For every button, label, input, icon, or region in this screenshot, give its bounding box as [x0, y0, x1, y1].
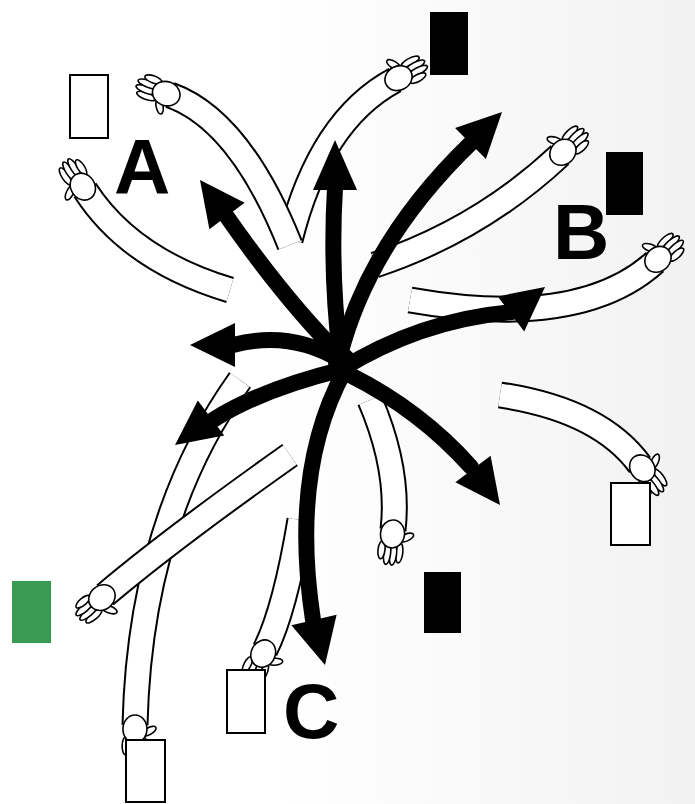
arrow-shaft	[306, 370, 345, 620]
arms	[85, 80, 655, 725]
white-card	[126, 740, 165, 802]
arrow-head	[291, 615, 336, 665]
arm-fill	[105, 455, 290, 595]
part-letter: B	[553, 193, 609, 271]
hand	[537, 115, 594, 171]
green-card	[12, 581, 51, 643]
arrow-shaft	[340, 312, 512, 370]
arrow-shaft	[333, 188, 340, 355]
arm-outline	[500, 395, 640, 465]
arrows	[175, 112, 545, 665]
arm-outline	[290, 80, 395, 240]
part-letter: A	[114, 128, 170, 206]
arm-outline	[265, 520, 300, 650]
arrow-head	[190, 323, 235, 367]
arrow-head	[200, 180, 245, 229]
arrow-head	[313, 140, 357, 190]
arm	[370, 400, 394, 530]
hand	[376, 519, 416, 568]
arrow-head	[175, 400, 224, 445]
arrow-hub	[328, 348, 356, 376]
hand	[376, 44, 432, 96]
arrow-head	[455, 456, 500, 505]
cards	[12, 12, 650, 802]
hand	[632, 222, 689, 278]
arm	[290, 80, 395, 240]
white-card	[611, 483, 650, 545]
arm-fill	[370, 400, 394, 530]
arm	[105, 455, 290, 595]
black-card	[430, 12, 468, 75]
hand	[47, 154, 101, 211]
black-card	[606, 152, 643, 215]
arm-fill	[290, 80, 395, 240]
arm-fill	[265, 520, 300, 650]
arrow-head	[455, 112, 502, 159]
hands	[47, 44, 689, 761]
arrow-shaft	[350, 375, 471, 467]
arm-fill	[500, 395, 640, 465]
arrow-head	[498, 287, 545, 332]
white-card	[227, 670, 265, 733]
arm-outline	[105, 455, 290, 595]
black-card	[424, 572, 461, 633]
arm-outline	[370, 400, 394, 530]
part-letter: C	[283, 672, 339, 750]
arm	[500, 395, 640, 465]
arm	[265, 520, 300, 650]
white-card	[70, 75, 108, 138]
hand	[70, 579, 127, 635]
arrow-shaft	[233, 340, 340, 360]
hand	[129, 71, 183, 119]
